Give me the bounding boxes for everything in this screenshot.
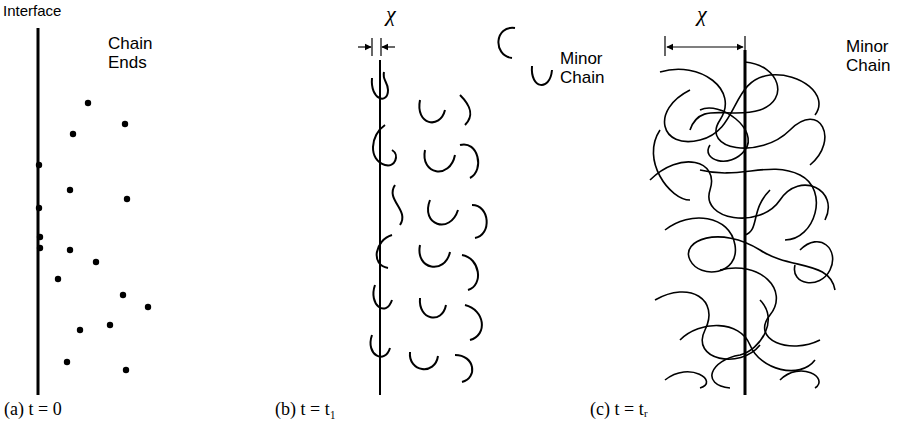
dimension-symbol: χ — [386, 2, 396, 26]
panel-c — [650, 36, 835, 395]
interface-label: Interface — [3, 3, 61, 20]
dimension-arrow — [358, 46, 371, 47]
interface-line — [744, 50, 747, 395]
minor-chain-label: Minor Chain — [560, 50, 618, 87]
minor-chains — [371, 28, 552, 382]
interface-line — [379, 60, 381, 395]
chain-ends-label: Chain Ends — [108, 35, 170, 72]
panel-a — [36, 28, 151, 395]
dimension-arrow — [382, 46, 395, 47]
chain-ends — [36, 100, 151, 373]
minor-chain-label: Minor Chain — [846, 38, 900, 75]
panel-caption: (c) t = tᵣ — [590, 400, 648, 420]
interface-line — [37, 28, 40, 395]
panel-caption: (a) t = 0 — [4, 400, 62, 420]
entangled-chains — [650, 62, 835, 388]
dimension-symbol: χ — [697, 2, 707, 26]
panel-caption: (b) t = t₁ — [275, 400, 336, 420]
panel-b — [358, 28, 552, 395]
dimension-arrow — [667, 46, 743, 47]
